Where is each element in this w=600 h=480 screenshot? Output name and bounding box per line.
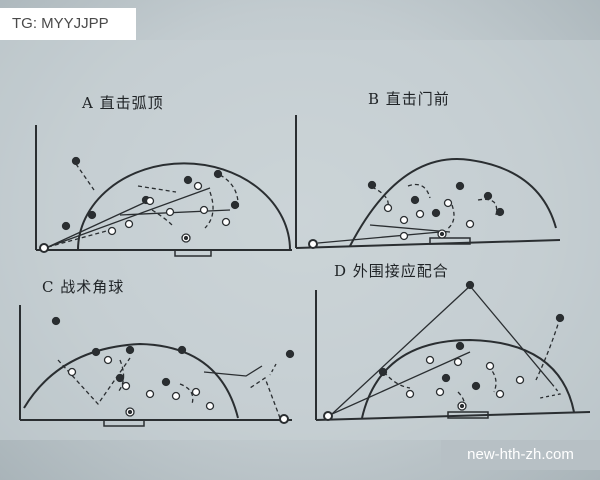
diagram-c-court xyxy=(19,305,292,427)
diagram-b-players xyxy=(367,180,505,241)
diagram-b-passes xyxy=(317,183,498,244)
watermark-site-url: new-hth-zh.com xyxy=(441,440,600,470)
diagram-c-passes xyxy=(57,357,281,419)
diagram-a-court xyxy=(35,125,292,257)
diagram-a-players xyxy=(61,156,240,243)
diagram-b-court xyxy=(295,115,561,249)
diagram-d-court xyxy=(315,290,591,421)
diagram-c-players xyxy=(51,316,295,417)
diagram-d-players xyxy=(378,280,565,411)
diagram-c-label: C 战术角球 xyxy=(42,278,125,296)
diagram-d-label: D 外围接应配合 xyxy=(334,262,449,280)
watermark-telegram-handle: TG: MYYJJPP xyxy=(0,8,136,40)
diagram-a-label: A 直击弧顶 xyxy=(82,94,164,112)
diagram-a-passes xyxy=(47,163,239,248)
diagram-b-label: B 直击门前 xyxy=(368,90,450,108)
